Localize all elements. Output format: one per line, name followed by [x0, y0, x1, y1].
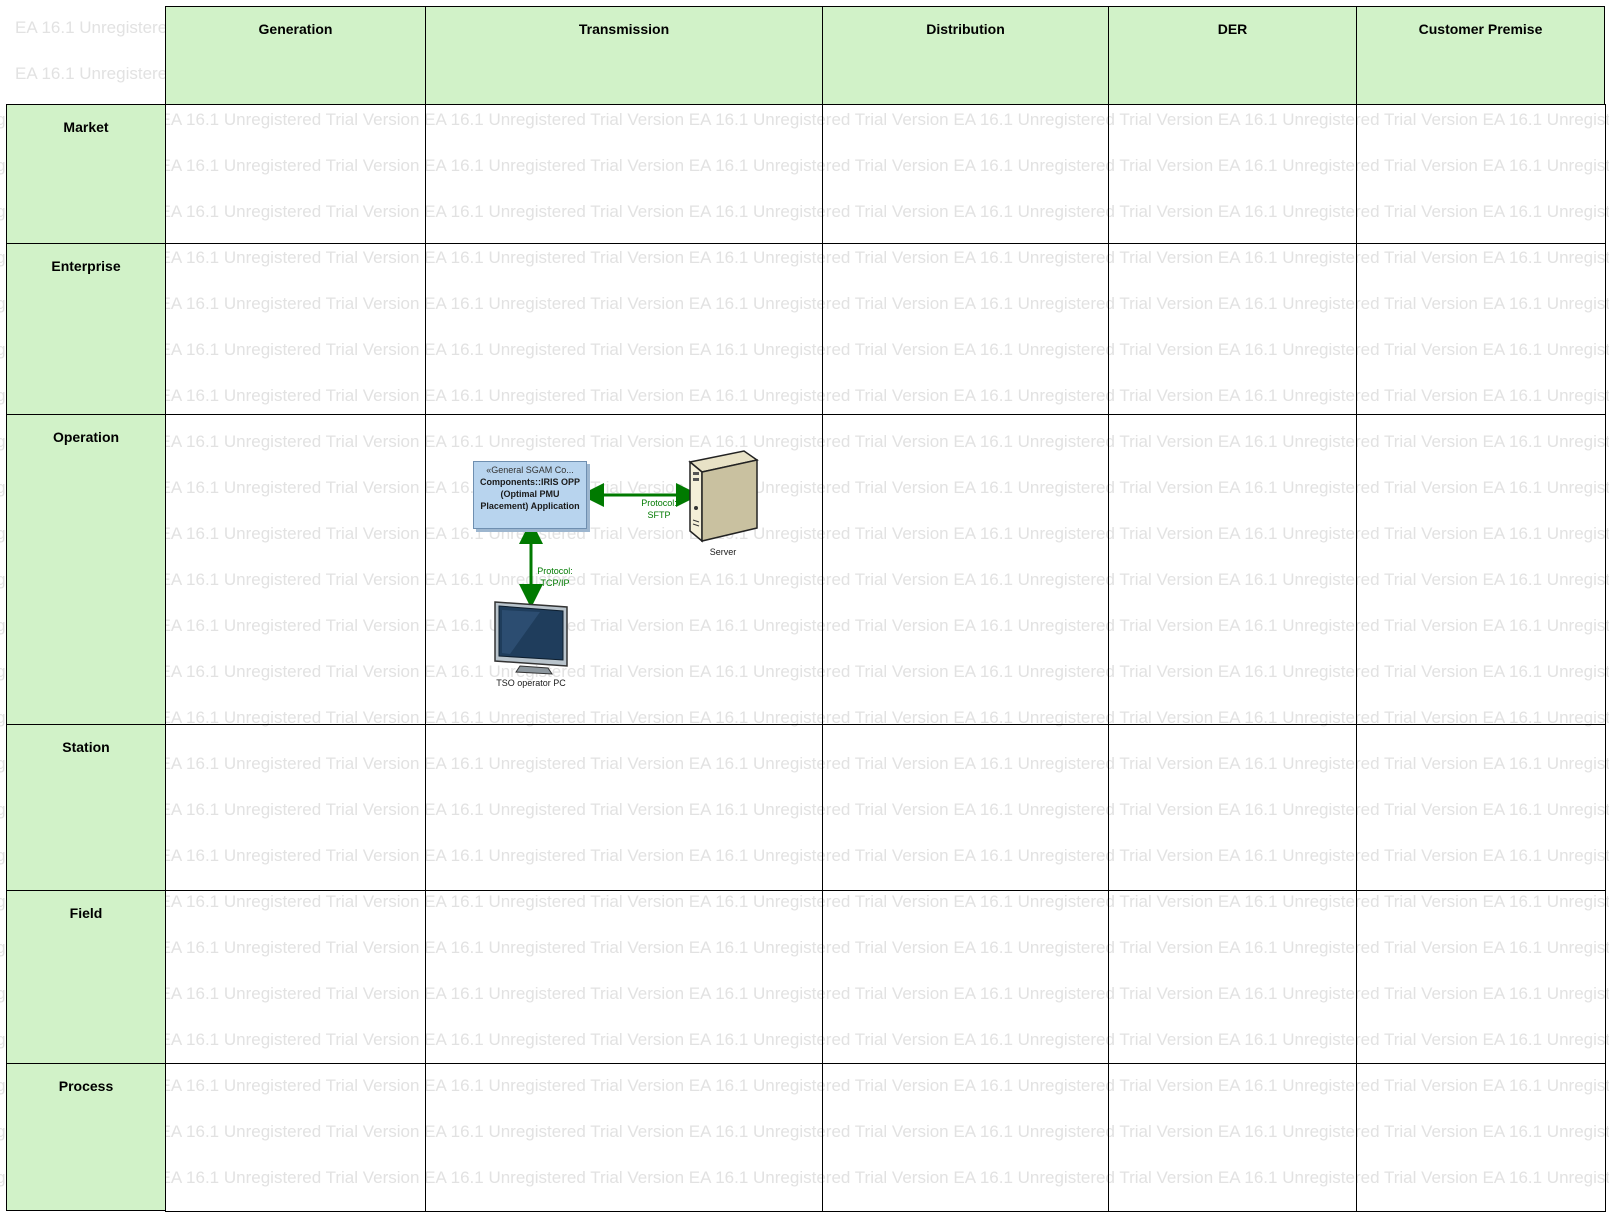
row-header-operation: Operation — [6, 414, 166, 725]
row-header-field: Field — [6, 890, 166, 1064]
server-icon[interactable] — [688, 450, 759, 543]
column-header-transmission: Transmission — [425, 6, 823, 105]
sftp-protocol-label-line2: SFTP — [647, 510, 671, 520]
grid-cell — [1356, 1063, 1606, 1212]
row-header-process: Process — [6, 1063, 166, 1211]
server-label: Server — [709, 547, 737, 557]
iris-opp-component[interactable]: «General SGAM Co... Components::IRIS OPP… — [473, 461, 587, 529]
operator-pc-icon[interactable] — [494, 601, 568, 675]
tcpip-protocol-label-line2: TCP/IP — [540, 578, 570, 588]
column-header-customer-premise: Customer Premise — [1356, 6, 1605, 105]
component-stereotype: «General SGAM Co... — [486, 465, 574, 475]
component-name-line1: Components::IRIS OPP — [479, 477, 580, 487]
tcpip-protocol-label: Protocol: TCP/IP — [531, 565, 579, 589]
row-header-enterprise: Enterprise — [6, 243, 166, 415]
sftp-protocol-label-line1: Protocol: — [641, 498, 677, 508]
sftp-protocol-label: Protocol: SFTP — [634, 497, 684, 521]
column-header-distribution: Distribution — [822, 6, 1109, 105]
column-header-der: DER — [1108, 6, 1357, 105]
operator-pc-label: TSO operator PC — [496, 678, 566, 688]
component-name-line3: Placement) Application — [480, 501, 580, 511]
tcpip-protocol-label-line1: Protocol: — [537, 566, 573, 576]
component-name-line2: (Optimal PMU — [500, 489, 560, 499]
